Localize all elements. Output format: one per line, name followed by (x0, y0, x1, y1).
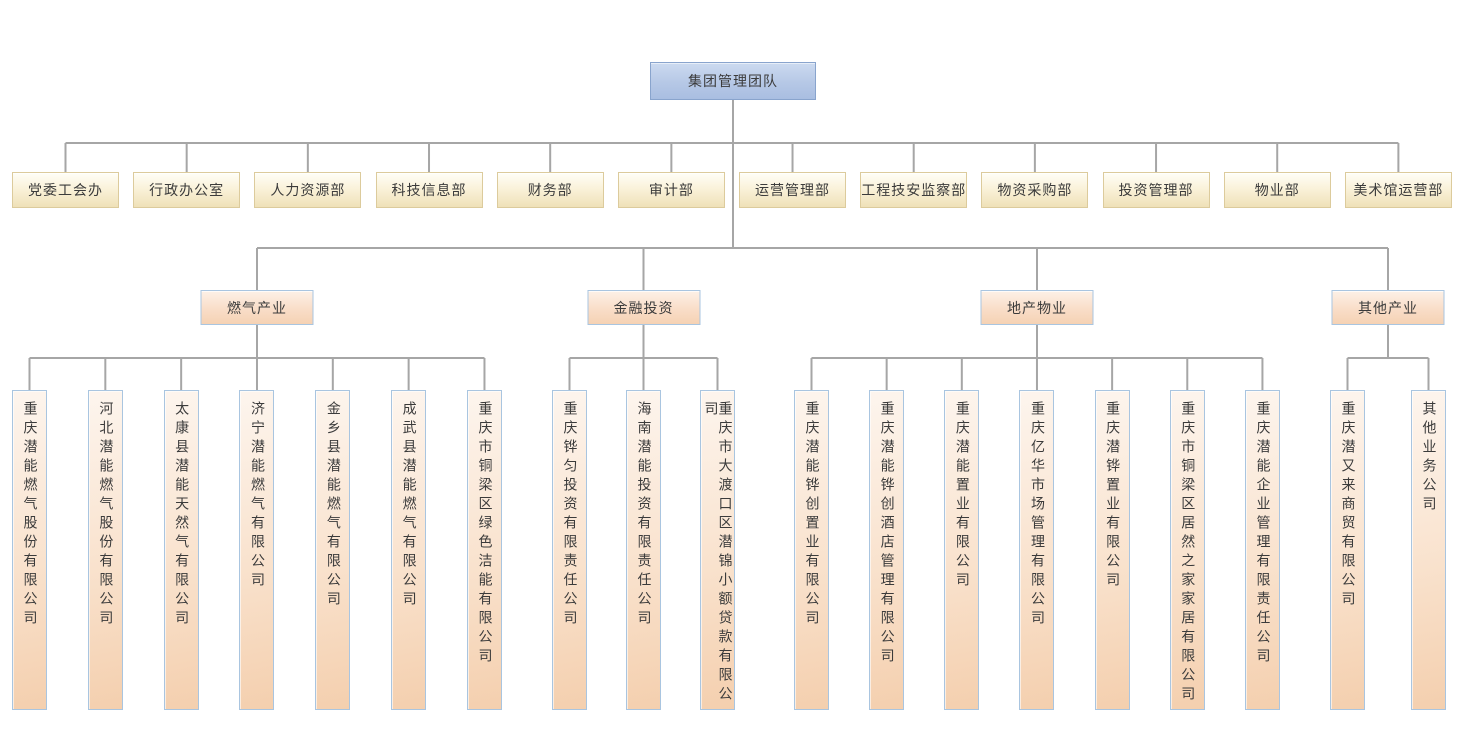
company-node[interactable]: 海南潜能投资有限责任公司 (626, 390, 661, 710)
company-node[interactable]: 重庆市大渡口区潜锦小额贷款有限公司 (700, 390, 735, 710)
group: 燃气产业重庆潜能燃气股份有限公司 河北潜能燃气股份有限公司 太康县潜能天然气有限公司… (12, 290, 502, 710)
department-row: 党委工会办行政办公室人力资源部科技信息部财务部审计部运营管理部工程技安监察部物资… (12, 172, 1452, 208)
department-node[interactable]: 审计部 (617, 172, 725, 208)
company-node[interactable]: 重庆潜铧置业有限公司 (1094, 390, 1130, 710)
company-node[interactable]: 重庆潜能铧创酒店管理有限公司 (869, 390, 905, 710)
company-row: 重庆潜能铧创置业有限公司 重庆潜能铧创酒店管理有限公司 重庆潜能置业有限公司 重庆亿华… (794, 390, 1280, 710)
company-node[interactable]: 成武县潜能燃气有限公司 (391, 390, 427, 710)
category-node[interactable]: 其他产业 (1331, 290, 1445, 325)
company-row: 重庆潜又来商贸有限公司 其他业务公司 (1330, 390, 1446, 710)
department-node[interactable]: 运营管理部 (739, 172, 847, 208)
category-node[interactable]: 地产物业 (980, 290, 1094, 325)
company-node[interactable]: 重庆潜能企业管理有限责任公司 (1244, 390, 1280, 710)
group: 金融投资重庆铧匀投资有限责任公司 海南潜能投资有限责任公司 重庆市大渡口区潜锦小额贷… (552, 290, 735, 710)
department-node[interactable]: 物业部 (1223, 172, 1331, 208)
company-node[interactable]: 金乡县潜能燃气有限公司 (315, 390, 351, 710)
company-node[interactable]: 重庆潜能置业有限公司 (944, 390, 980, 710)
department-node[interactable]: 投资管理部 (1102, 172, 1210, 208)
company-node[interactable]: 重庆市铜梁区居然之家家居有限公司 (1169, 390, 1205, 710)
company-node[interactable]: 重庆铧匀投资有限责任公司 (552, 390, 587, 710)
department-node[interactable]: 党委工会办 (12, 172, 119, 208)
category-node[interactable]: 金融投资 (587, 290, 700, 325)
department-node[interactable]: 行政办公室 (133, 172, 241, 208)
company-row: 重庆铧匀投资有限责任公司 海南潜能投资有限责任公司 重庆市大渡口区潜锦小额贷款有限公… (552, 390, 735, 710)
department-node[interactable]: 工程技安监察部 (860, 172, 968, 208)
department-node[interactable]: 物资采购部 (981, 172, 1089, 208)
department-node[interactable]: 人力资源部 (254, 172, 362, 208)
company-node[interactable]: 重庆潜能铧创置业有限公司 (794, 390, 829, 710)
department-node[interactable]: 财务部 (496, 172, 604, 208)
department-node[interactable]: 科技信息部 (375, 172, 483, 208)
company-node[interactable]: 重庆潜能燃气股份有限公司 (12, 390, 47, 710)
company-node[interactable]: 其他业务公司 (1411, 390, 1446, 710)
company-node[interactable]: 重庆亿华市场管理有限公司 (1019, 390, 1055, 710)
company-node[interactable]: 重庆潜又来商贸有限公司 (1330, 390, 1365, 710)
company-node[interactable]: 河北潜能燃气股份有限公司 (87, 390, 123, 710)
group: 其他产业重庆潜又来商贸有限公司 其他业务公司 (1330, 290, 1446, 710)
group: 地产物业重庆潜能铧创置业有限公司 重庆潜能铧创酒店管理有限公司 重庆潜能置业有限公司… (794, 290, 1280, 710)
company-node[interactable]: 重庆市铜梁区绿色洁能有限公司 (466, 390, 502, 710)
company-node[interactable]: 太康县潜能天然气有限公司 (163, 390, 199, 710)
company-node[interactable]: 济宁潜能燃气有限公司 (239, 390, 275, 710)
category-node[interactable]: 燃气产业 (200, 290, 314, 325)
company-row: 重庆潜能燃气股份有限公司 河北潜能燃气股份有限公司 太康县潜能天然气有限公司 济宁潜能… (12, 390, 502, 710)
root-node[interactable]: 集团管理团队 (650, 62, 816, 100)
department-node[interactable]: 美术馆运营部 (1344, 172, 1452, 208)
